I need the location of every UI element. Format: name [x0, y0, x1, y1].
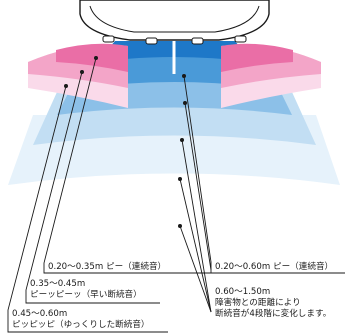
label-center-near: 0.20～0.60m ピー（連続音） — [215, 262, 333, 273]
label-center-far: 0.60～1.50m 障害物との距離により 断続音が4段階に変化します。 — [215, 287, 331, 320]
right-corner-zone-near — [221, 43, 293, 72]
label-corner-mid-range: 0.35～0.45m — [30, 279, 86, 289]
leader-corner-far — [7, 85, 168, 333]
label-center-near-text: 0.20～0.60m ピー（連続音） — [215, 262, 334, 272]
label-corner-far: 0.45～0.60m ピッピッピ（ゆっくりした断続音） — [12, 309, 150, 331]
label-corner-far-range: 0.45～0.60m — [12, 309, 68, 319]
label-center-far-line2: 断続音が4段階に変化します。 — [215, 309, 332, 319]
leader-corner-near — [43, 57, 215, 274]
label-corner-near-text: 0.20～0.35m ピー（連続音） — [48, 262, 167, 272]
left-leader-lines — [7, 57, 215, 333]
label-corner-mid-sound: ピーッピーッ（早い断続音） — [30, 290, 142, 300]
label-corner-far-sound: ピッピッピ（ゆっくりした断続音） — [12, 320, 150, 330]
left-corner-sensor-icon — [102, 35, 115, 43]
car-rear-bumper — [79, 0, 270, 45]
center-leader-lines — [179, 75, 345, 313]
center-leader-dots — [178, 74, 187, 228]
leader-corner-mid — [25, 71, 160, 304]
right-center-sensor-icon — [191, 37, 204, 45]
left-leader-dots — [64, 56, 98, 88]
label-center-far-line1: 障害物との距離により — [215, 298, 301, 308]
left-corner-zone-near — [56, 43, 128, 72]
leader-center-far — [181, 139, 212, 313]
left-center-sensor-icon — [145, 37, 158, 45]
right-corner-sensor-icon — [234, 35, 247, 43]
label-corner-near: 0.20～0.35m ピー（連続音） — [48, 262, 166, 273]
label-center-far-range: 0.60～1.50m — [215, 287, 271, 297]
label-corner-mid: 0.35～0.45m ピーッピーッ（早い断続音） — [30, 279, 142, 301]
